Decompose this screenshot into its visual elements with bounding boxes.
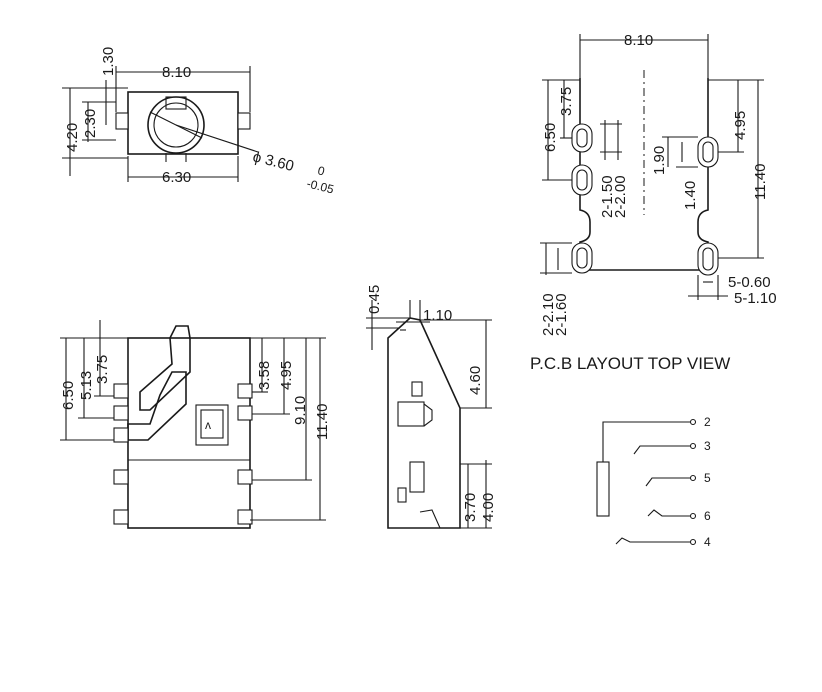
side-latch	[397, 401, 425, 427]
svg-text:ʌ: ʌ	[205, 418, 211, 432]
schematic: 2 3 5 6 4	[596, 415, 711, 549]
front-pin-9	[237, 509, 253, 525]
side-d460: 4.60	[467, 366, 484, 395]
schematic-wire-3	[633, 445, 690, 455]
pcb-slot-160: 2-1.60	[553, 293, 570, 336]
schematic-pin-3: 3	[704, 439, 711, 453]
front-contact-top	[139, 325, 191, 411]
schematic-pin-6: 6	[704, 509, 711, 523]
front-d358: 3.58	[256, 361, 273, 390]
front-pin-5	[113, 509, 129, 525]
top-view-body	[127, 91, 239, 155]
front-pin-1	[113, 383, 129, 399]
schematic-pin-4: 4	[704, 535, 711, 549]
front-pin-7	[237, 405, 253, 421]
pcb-slot-1	[571, 123, 593, 153]
top-height-small: 1.30	[100, 47, 117, 76]
top-view: 8.10 6.30 4.20 2.30 1.30 ϕ 3.60 0 -0.05	[62, 47, 336, 197]
pcb-layout-title: P.C.B LAYOUT TOP VIEW	[530, 354, 730, 373]
front-d513: 5.13	[78, 371, 95, 400]
schematic-pin-5: 5	[704, 471, 711, 485]
front-d495: 4.95	[278, 361, 295, 390]
pcb-d375: 3.75	[558, 87, 575, 116]
pcb-d190: 1.90	[651, 146, 668, 175]
side-d370: 3.70	[462, 493, 479, 522]
front-d1140: 11.40	[314, 404, 331, 440]
top-view-jack-key	[165, 96, 187, 110]
front-d910: 9.10	[292, 396, 309, 425]
pcb-slot-150: 2-1.50	[599, 175, 616, 218]
pcb-d140: 1.40	[682, 181, 699, 210]
pcb-width: 8.10	[624, 32, 653, 49]
side-d045: 0.45	[366, 285, 383, 314]
side-tab	[409, 461, 425, 493]
top-view-left-tab	[115, 112, 129, 130]
front-view-body	[127, 337, 251, 529]
top-width-total: 8.10	[162, 64, 191, 81]
schematic-wire-5	[645, 477, 690, 487]
front-pin-2	[113, 405, 129, 421]
pcb-slot-110: 5-1.10	[734, 290, 777, 307]
top-width-body: 6.30	[162, 169, 191, 186]
schematic-pin-2: 2	[704, 415, 711, 429]
pcb-slot-200: 2-2.00	[612, 175, 629, 218]
pcb-slot-210: 2-2.10	[540, 293, 557, 336]
pcb-slot-060: 5-0.60	[728, 274, 771, 291]
top-diameter-tol-lower: -0.05	[305, 176, 335, 196]
front-pin-8	[237, 469, 253, 485]
top-diameter-tol-upper: 0	[316, 163, 326, 178]
front-view: ʌ 6.50 5.13 3.75 3.58 4.95 9.10	[60, 320, 331, 529]
front-pin-6	[237, 383, 253, 399]
top-view-right-tab	[237, 112, 251, 130]
pcb-d1140: 11.40	[752, 164, 769, 200]
front-d375: 3.75	[94, 355, 111, 384]
pcb-layout-view: 8.10 6.50 3.75 2-1.50 2-2.00 1.90 1.40 4…	[530, 32, 777, 373]
pcb-d650: 6.50	[542, 123, 559, 152]
front-contact-bottom	[127, 371, 187, 441]
side-d110: 1.10	[423, 307, 452, 324]
pcb-slot-3	[571, 242, 593, 274]
front-pin-3	[113, 427, 129, 443]
top-view-jack-inner	[153, 102, 199, 148]
pcb-outline	[579, 78, 709, 271]
pcb-d495: 4.95	[732, 111, 749, 140]
schematic-sleeve	[596, 461, 610, 517]
side-view: 0.45 1.10 4.60 3.70 4.00	[366, 285, 497, 529]
schematic-wire-4	[615, 537, 690, 545]
top-height-mid: 2.30	[82, 109, 99, 138]
top-diameter: ϕ 3.60	[251, 148, 296, 175]
top-height-total: 4.20	[64, 123, 81, 152]
schematic-wire-2	[602, 421, 690, 462]
front-d650: 6.50	[60, 381, 77, 410]
schematic-wire-6	[647, 509, 690, 517]
front-pin-4	[113, 469, 129, 485]
side-d400: 4.00	[480, 493, 497, 522]
